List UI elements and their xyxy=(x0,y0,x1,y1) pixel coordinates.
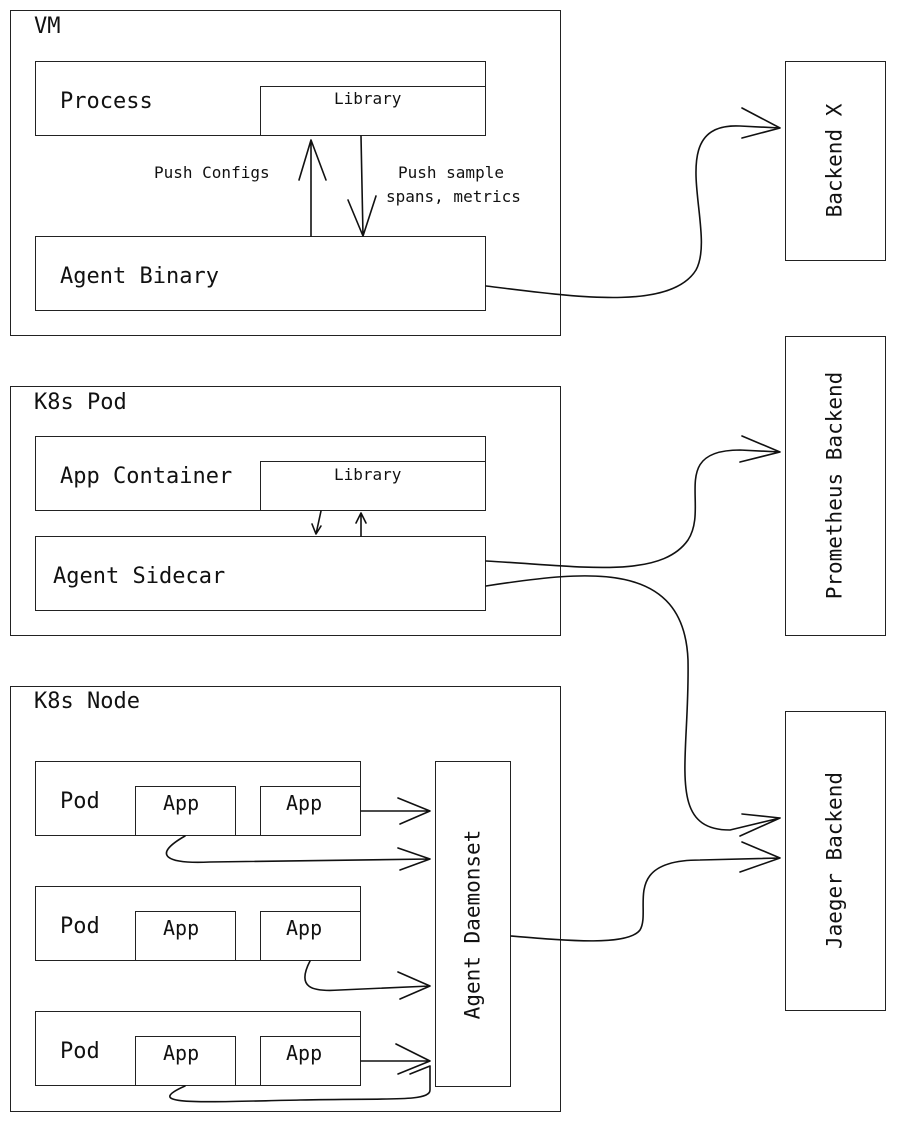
node-pod-3-app-1-label: App xyxy=(163,1041,200,1065)
jaeger-backend-label: Jaeger Backend xyxy=(822,772,847,950)
agent-daemonset-label: Agent Daemonset xyxy=(460,829,485,1020)
node-pod-2-label: Pod xyxy=(60,914,100,939)
app-container-label: App Container xyxy=(60,464,233,489)
backend-x-label: Backend X xyxy=(822,103,847,218)
pod-library-label: Library xyxy=(334,465,402,484)
node-pod-1-label: Pod xyxy=(60,789,100,814)
node-pod-1-app-1-label: App xyxy=(163,791,200,815)
backend-x-box xyxy=(785,61,886,261)
vm-library-label: Library xyxy=(334,89,402,108)
k8s-node-title: K8s Node xyxy=(34,689,140,714)
node-pod-3-app-2-label: App xyxy=(286,1041,323,1065)
vm-title: VM xyxy=(34,14,61,39)
node-pod-2-app-1-label: App xyxy=(163,916,200,940)
process-label: Process xyxy=(60,89,153,114)
push-configs-label: Push Configs xyxy=(154,163,270,182)
node-pod-3-label: Pod xyxy=(60,1039,100,1064)
node-pod-1-app-2-label: App xyxy=(286,791,323,815)
prometheus-backend-label: Prometheus Backend xyxy=(822,371,847,600)
push-sample-label-line2: spans, metrics xyxy=(386,187,521,206)
agent-sidecar-box xyxy=(35,536,486,611)
jaeger-backend-box xyxy=(785,711,886,1011)
agent-sidecar-label: Agent Sidecar xyxy=(53,564,226,589)
k8s-pod-title: K8s Pod xyxy=(34,390,127,415)
prometheus-backend-box xyxy=(785,336,886,636)
agent-binary-label: Agent Binary xyxy=(60,264,219,289)
node-pod-2-app-1-box xyxy=(135,911,236,961)
node-pod-2-app-2-label: App xyxy=(286,916,323,940)
push-sample-label-line1: Push sample xyxy=(398,163,504,182)
